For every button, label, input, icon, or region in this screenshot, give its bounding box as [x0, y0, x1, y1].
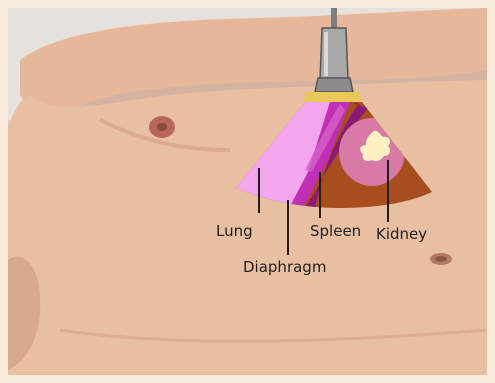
kidney-label: Kidney [376, 225, 427, 243]
spleen-label: Spleen [310, 222, 361, 240]
diaphragm-label: Diaphragm [243, 258, 326, 276]
probe-gel [304, 92, 362, 102]
lung-label: Lung [216, 222, 253, 240]
nipple-icon [149, 116, 175, 138]
navel-icon [430, 253, 452, 265]
